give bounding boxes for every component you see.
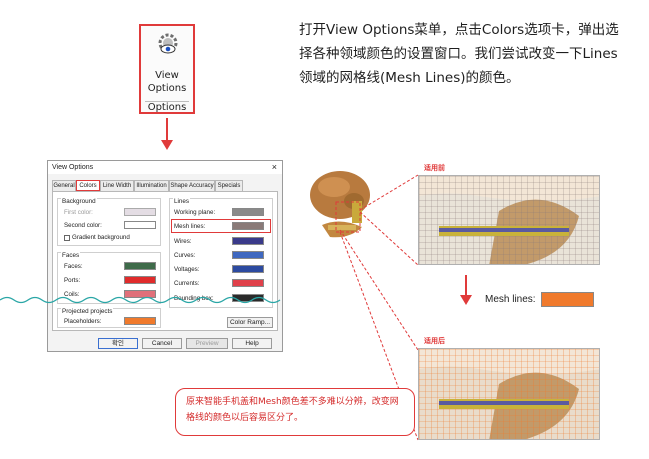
view-options-label-2: Options [147, 83, 187, 94]
before-label: 适用前 [424, 164, 445, 172]
coils-label: Coils: [64, 291, 80, 298]
arrow-down-icon [161, 140, 173, 150]
projected-group-title: Projected projects [61, 308, 114, 315]
dialog-title: View Options [52, 164, 94, 171]
description-text: 打开View Options菜单，点击Colors选项卡，弹出选择各种领域颜色的… [299, 22, 619, 86]
currents-swatch[interactable] [232, 279, 264, 287]
mesh-lines-label: Mesh lines: [174, 223, 206, 230]
placeholders-swatch[interactable] [124, 317, 156, 325]
curves-swatch[interactable] [232, 251, 264, 259]
colors-panel: Background First color: Second color: Gr… [52, 191, 278, 331]
tab-line-width[interactable]: Line Width [100, 180, 134, 191]
coils-swatch[interactable] [124, 290, 156, 298]
help-button[interactable]: Help [232, 338, 272, 349]
working-plane-swatch[interactable] [232, 208, 264, 216]
ports-label: Ports: [64, 277, 81, 284]
before-mesh-image [418, 175, 600, 265]
wires-swatch[interactable] [232, 237, 264, 245]
wavy-divider [0, 296, 281, 304]
voltages-label: Voltages: [174, 266, 200, 273]
view-options-label-1: View [155, 70, 179, 81]
close-icon[interactable]: × [271, 162, 277, 172]
arrow-shaft-2 [465, 275, 467, 297]
note-callout: 原来智能手机盖和Mesh颜色差不多难以分辨，改变网格线的颜色以后容易区分了。 [175, 388, 415, 436]
after-mesh-image [418, 348, 600, 440]
first-color-swatch[interactable] [124, 208, 156, 216]
view-options-dialog: View Options × General Colors Line Width… [47, 160, 283, 352]
arrow-shaft [166, 118, 168, 142]
placeholders-label: Placeholders: [64, 318, 102, 325]
tab-illumination[interactable]: Illumination [134, 180, 169, 191]
view-options-label-3: Options [147, 102, 187, 113]
mesh-lines-highlight [171, 219, 271, 233]
cancel-button[interactable]: Cancel [142, 338, 182, 349]
faces-group: Faces Faces: Ports: Coils: [57, 252, 161, 304]
tab-shape-accuracy[interactable]: Shape Accuracy [169, 180, 215, 191]
arrow-down-icon-2 [460, 295, 472, 305]
second-color-swatch[interactable] [124, 221, 156, 229]
gear-eye-icon [158, 33, 178, 54]
separator [145, 101, 189, 102]
tab-specials[interactable]: Specials [215, 180, 243, 191]
color-ramp-button[interactable]: Color Ramp... [227, 317, 273, 328]
second-color-label: Second color: [64, 222, 102, 229]
faces-group-title: Faces [61, 252, 81, 259]
mesh-lines-swatch[interactable] [232, 222, 264, 230]
mesh-lines-indicator-label: Mesh lines: [485, 294, 536, 305]
faces-label: Faces: [64, 263, 83, 270]
view-options-button[interactable]: View Options Options [139, 24, 195, 114]
wires-label: Wires: [174, 238, 192, 245]
head-model-icon [310, 171, 370, 238]
faces-swatch[interactable] [124, 262, 156, 270]
currents-label: Currents: [174, 280, 200, 287]
background-group: Background First color: Second color: Gr… [57, 198, 161, 246]
after-label: 适用后 [424, 337, 445, 345]
background-group-title: Background [61, 198, 97, 205]
gradient-checkbox[interactable] [64, 235, 70, 241]
ports-swatch[interactable] [124, 276, 156, 284]
preview-button[interactable]: Preview [186, 338, 228, 349]
ok-button[interactable]: 확인 [98, 338, 138, 349]
bounding-box-label: Bounding box: [174, 295, 214, 302]
curves-label: Curves: [174, 252, 196, 259]
lines-group-title: Lines [173, 198, 191, 205]
first-color-label: First color: [64, 209, 93, 216]
dialog-titlebar: View Options × [48, 161, 282, 174]
gradient-label: Gradient background [72, 234, 130, 241]
tab-colors[interactable]: Colors [76, 180, 100, 191]
projected-group: Projected projects Placeholders: [57, 308, 161, 328]
lines-group: Lines Working plane: Mesh lines: Wires: … [169, 198, 273, 308]
mesh-lines-new-swatch [541, 292, 594, 307]
working-plane-label: Working plane: [174, 209, 216, 216]
tab-general[interactable]: General [52, 180, 76, 191]
voltages-swatch[interactable] [232, 265, 264, 273]
